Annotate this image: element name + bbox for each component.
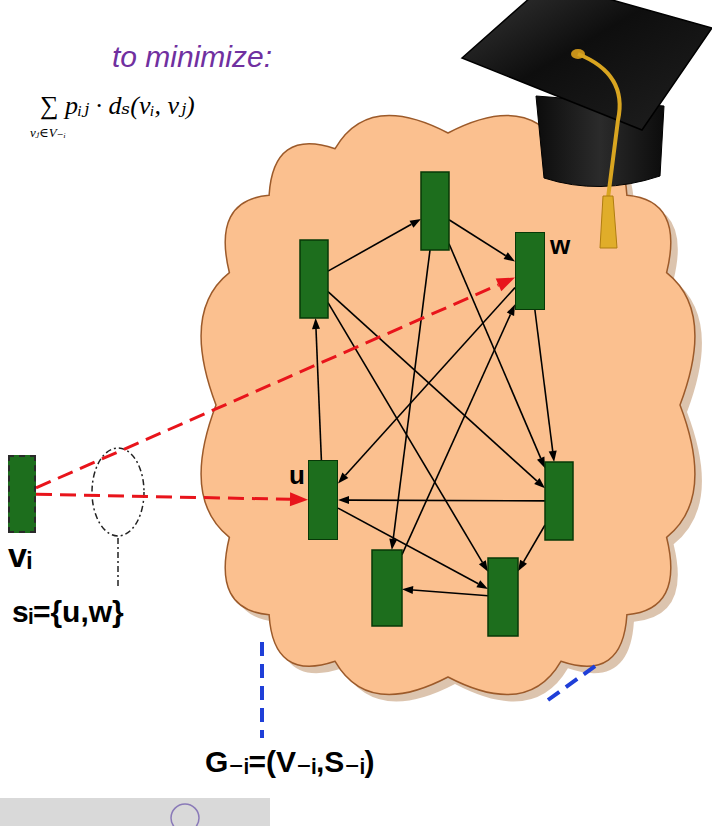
player-box bbox=[372, 550, 402, 626]
graph-arrowhead bbox=[410, 219, 422, 228]
node-letter: u bbox=[289, 461, 305, 490]
player-box bbox=[421, 172, 449, 250]
player-node: u bbox=[308, 460, 338, 540]
graph-arrowhead bbox=[476, 580, 488, 589]
graph-arrowhead bbox=[389, 539, 397, 550]
graph-link bbox=[316, 329, 321, 460]
graph-arrowhead bbox=[312, 318, 320, 329]
blue-dashed-leader bbox=[548, 664, 598, 700]
new-player-node: vᵢ bbox=[8, 455, 36, 533]
graph-link bbox=[338, 508, 478, 584]
sum-index: vⱼ∈V₋ᵢ bbox=[30, 126, 66, 140]
strategy-arrow bbox=[36, 278, 515, 488]
graph-link bbox=[328, 303, 482, 563]
arrowhead bbox=[290, 492, 308, 506]
graph-label: G₋ᵢ=(V₋ᵢ,S₋ᵢ) bbox=[205, 745, 374, 778]
graph-arrowhead bbox=[479, 560, 488, 572]
player-node: w bbox=[515, 232, 545, 310]
cost-formula: ∑ pᵢⱼ · dₛ(vᵢ, vⱼ) bbox=[40, 92, 195, 121]
cap-board bbox=[462, 0, 712, 130]
cloud-outline bbox=[190, 105, 712, 705]
graph-arrowhead bbox=[507, 304, 515, 316]
graph-link bbox=[524, 525, 546, 562]
graph-arrowhead bbox=[504, 252, 515, 261]
graph-link bbox=[328, 292, 537, 481]
dash-dot-leader bbox=[117, 538, 119, 586]
player-box bbox=[300, 240, 328, 318]
graph-arrowhead bbox=[338, 496, 349, 504]
node-letter: w bbox=[550, 231, 570, 260]
strategy-label: sᵢ={u,w} bbox=[12, 595, 124, 628]
strategy-arrow bbox=[36, 492, 308, 506]
arrowhead bbox=[496, 278, 515, 292]
cloud-shape bbox=[201, 116, 695, 695]
blue-dashed-leader bbox=[260, 642, 264, 738]
objective-heading: to minimize: bbox=[112, 40, 272, 73]
tassel bbox=[600, 196, 617, 248]
circle-icon bbox=[171, 804, 199, 826]
graph-link bbox=[535, 310, 553, 451]
graph-arrowhead bbox=[549, 451, 557, 462]
player-box bbox=[488, 558, 518, 636]
player-box bbox=[545, 462, 573, 540]
node-letter: vᵢ bbox=[8, 537, 32, 574]
graph-link bbox=[328, 224, 411, 271]
graph-link bbox=[413, 590, 488, 596]
graph-link bbox=[345, 288, 515, 476]
mortarboard-cap bbox=[462, 0, 712, 248]
dashed-connector bbox=[36, 494, 290, 499]
graph-arrowhead bbox=[402, 586, 413, 594]
network-cloud: G₋ᵢ=(V₋ᵢ,S₋ᵢ)wu bbox=[190, 105, 712, 705]
graph-link bbox=[402, 314, 511, 554]
tassel-cord bbox=[578, 54, 620, 198]
inner-graph bbox=[300, 172, 573, 636]
grey-bar bbox=[0, 798, 270, 826]
graph-arrowhead bbox=[518, 560, 527, 572]
graph-arrowhead bbox=[537, 457, 545, 469]
strategy-ellipse bbox=[92, 448, 144, 536]
dashed-connector bbox=[36, 285, 499, 488]
graph-link bbox=[449, 220, 506, 256]
graph-link bbox=[393, 250, 430, 539]
